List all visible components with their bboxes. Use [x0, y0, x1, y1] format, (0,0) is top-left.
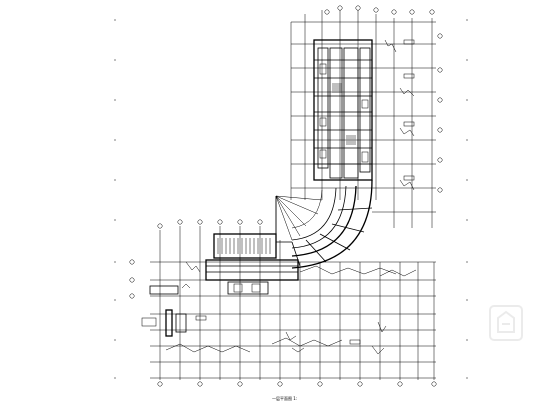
south-wing-grid [150, 226, 436, 380]
slope-markers [165, 265, 417, 353]
drawing-caption: 一层平面图 1: [272, 395, 297, 401]
curved-connector [275, 179, 373, 269]
south-wing [129, 219, 437, 387]
south-wing-walls [205, 233, 299, 295]
edge-axis-ticks [114, 19, 468, 379]
north-wing-annotations [384, 39, 415, 191]
north-axis-marks [324, 5, 443, 193]
south-axis-marks [129, 219, 437, 387]
south-wing-left-features [141, 261, 201, 337]
north-wing [290, 5, 443, 228]
south-wing-annotations [195, 315, 387, 355]
north-wing-walls [313, 39, 373, 181]
north-wing-grid [290, 10, 436, 228]
watermark-logo-icon [489, 305, 523, 341]
